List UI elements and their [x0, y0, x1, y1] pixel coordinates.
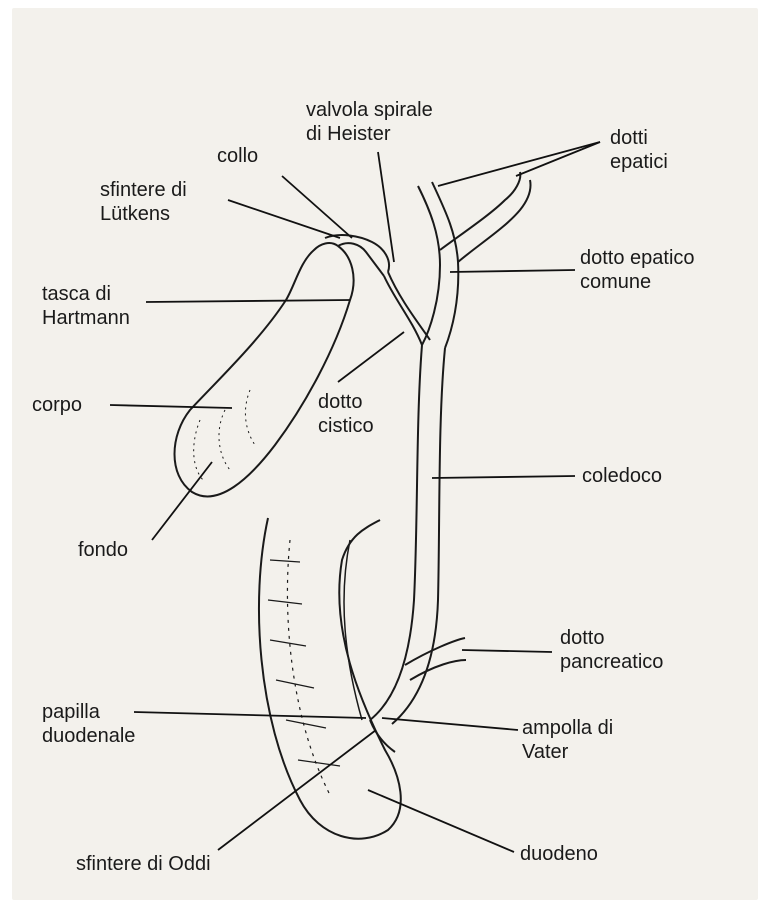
label-dotto-epatico-comune-line-2: comune — [580, 270, 695, 294]
duodenum-illustration — [259, 518, 401, 839]
label-dotti-epatici-line-1: dotti — [610, 126, 668, 150]
label-corpo-line-1: corpo — [32, 393, 82, 417]
label-coledoco-line-1: coledoco — [582, 464, 662, 488]
label-corpo: corpo — [32, 393, 82, 417]
label-papilla-line-1: papilla — [42, 700, 135, 724]
leader-ampolla — [382, 718, 518, 730]
leader-corpo — [110, 405, 232, 408]
label-valvola-spirale: valvola spirale di Heister — [306, 98, 433, 146]
label-dotto-pancreatico-line-1: dotto — [560, 626, 663, 650]
label-papilla-line-2: duodenale — [42, 724, 135, 748]
label-dotti-epatici: dotti epatici — [610, 126, 668, 174]
leader-dotto-pancreatico — [462, 650, 552, 652]
label-valvola-line-2: di Heister — [306, 122, 433, 146]
leader-dotto-cistico — [338, 332, 404, 382]
label-duodeno: duodeno — [520, 842, 598, 866]
label-tasca-line-2: Hartmann — [42, 306, 130, 330]
label-dotto-pancreatico-line-2: pancreatico — [560, 650, 663, 674]
label-valvola-line-1: valvola spirale — [306, 98, 433, 122]
label-coledoco: coledoco — [582, 464, 662, 488]
label-dotto-cistico: dotto cistico — [318, 390, 374, 438]
label-ampolla-vater: ampolla di Vater — [522, 716, 613, 764]
leader-dotto-epatico-comune — [450, 270, 575, 272]
leader-sfintere-oddi — [218, 730, 376, 850]
label-ampolla-line-1: ampolla di — [522, 716, 613, 740]
label-duodeno-line-1: duodeno — [520, 842, 598, 866]
leader-dotti-epatici-2 — [516, 142, 600, 176]
leader-collo — [282, 176, 352, 238]
leader-sfintere-lutkens — [228, 200, 340, 238]
label-collo: collo — [217, 144, 258, 168]
label-sfintere-oddi-line-1: sfintere di Oddi — [76, 852, 211, 876]
label-sfintere-lutkens-line-1: sfintere di — [100, 178, 187, 202]
label-dotto-pancreatico: dotto pancreatico — [560, 626, 663, 674]
label-sfintere-oddi: sfintere di Oddi — [76, 852, 211, 876]
leader-coledoco — [432, 476, 575, 478]
leader-papilla — [134, 712, 366, 718]
gallbladder-illustration — [175, 235, 390, 496]
label-dotto-cistico-line-1: dotto — [318, 390, 374, 414]
leader-fondo — [152, 462, 212, 540]
leader-valvola — [378, 152, 394, 262]
label-fondo: fondo — [78, 538, 128, 562]
label-fondo-line-1: fondo — [78, 538, 128, 562]
label-tasca-line-1: tasca di — [42, 282, 130, 306]
label-sfintere-lutkens: sfintere di Lütkens — [100, 178, 187, 226]
label-ampolla-line-2: Vater — [522, 740, 613, 764]
leader-tasca — [146, 300, 350, 302]
label-dotto-epatico-comune: dotto epatico comune — [580, 246, 695, 294]
label-papilla-duodenale: papilla duodenale — [42, 700, 135, 748]
label-dotto-cistico-line-2: cistico — [318, 414, 374, 438]
label-sfintere-lutkens-line-2: Lütkens — [100, 202, 187, 226]
label-tasca-hartmann: tasca di Hartmann — [42, 282, 130, 330]
label-collo-line-1: collo — [217, 144, 258, 168]
leader-duodeno — [368, 790, 514, 852]
label-dotti-epatici-line-2: epatici — [610, 150, 668, 174]
label-dotto-epatico-comune-line-1: dotto epatico — [580, 246, 695, 270]
